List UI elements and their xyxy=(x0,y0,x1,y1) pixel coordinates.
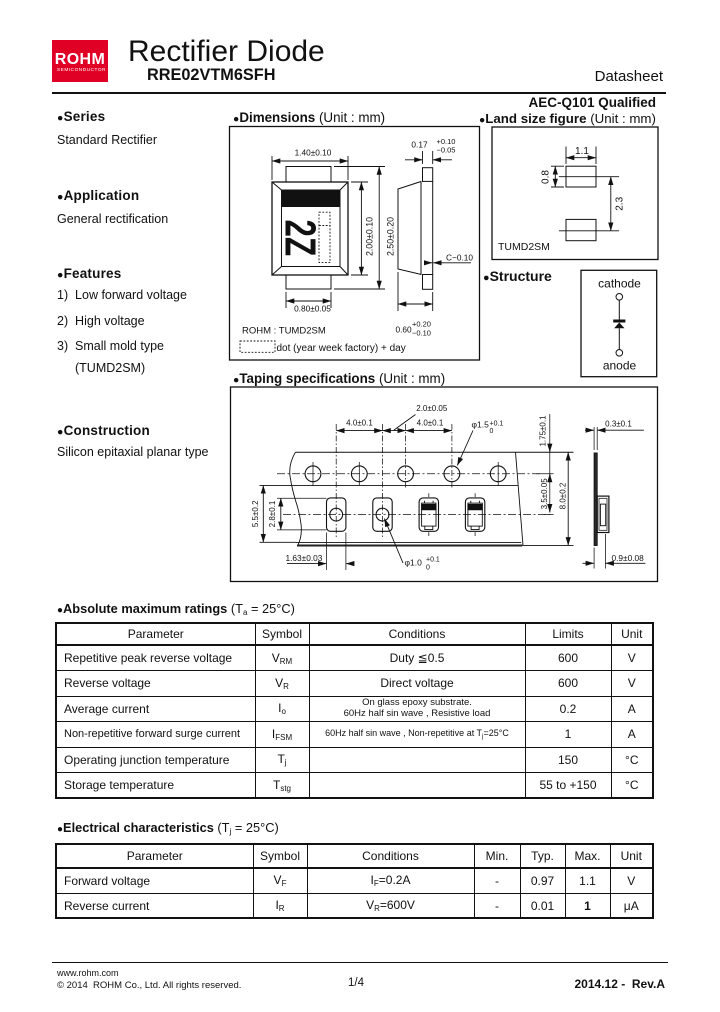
svg-text:−0.05: −0.05 xyxy=(437,146,456,155)
svg-text:1.75±0.1: 1.75±0.1 xyxy=(539,415,548,447)
svg-text:1.63±0.03: 1.63±0.03 xyxy=(286,553,323,563)
svg-text:0: 0 xyxy=(490,428,494,435)
svg-text:φ1.0: φ1.0 xyxy=(405,558,423,568)
svg-text:2.8±0.1: 2.8±0.1 xyxy=(268,500,277,527)
svg-text:+0.1: +0.1 xyxy=(426,557,440,564)
svg-text:ROHM : TUMD2SM: ROHM : TUMD2SM xyxy=(242,326,326,337)
svg-text:0.60: 0.60 xyxy=(396,325,413,335)
svg-text:cathode: cathode xyxy=(598,277,641,291)
svg-text:dot (year week factory) + day: dot (year week factory) + day xyxy=(277,343,406,354)
svg-text:2.50±0.20: 2.50±0.20 xyxy=(385,217,395,256)
svg-text:8.0±0.2: 8.0±0.2 xyxy=(559,482,568,509)
svg-text:1.40±0.10: 1.40±0.10 xyxy=(295,148,332,158)
svg-text:3.5±0.05: 3.5±0.05 xyxy=(540,478,549,510)
svg-text:0: 0 xyxy=(426,565,430,572)
svg-text:+0.1: +0.1 xyxy=(490,421,504,428)
svg-text:+0.20: +0.20 xyxy=(412,320,431,329)
svg-text:C−0.10: C−0.10 xyxy=(446,252,473,262)
svg-text:2.3: 2.3 xyxy=(614,196,625,210)
svg-text:2.00±0.10: 2.00±0.10 xyxy=(364,217,374,256)
svg-text:+0.10: +0.10 xyxy=(437,137,456,146)
svg-text:TUMD2SM: TUMD2SM xyxy=(498,241,550,253)
svg-text:−0.10: −0.10 xyxy=(412,329,431,338)
svg-text:0.9±0.08: 0.9±0.08 xyxy=(612,553,645,563)
svg-text:4.0±0.1: 4.0±0.1 xyxy=(417,418,444,427)
svg-text:2.0±0.05: 2.0±0.05 xyxy=(416,404,448,413)
svg-text:4.0±0.1: 4.0±0.1 xyxy=(346,418,373,427)
svg-text:φ1.5: φ1.5 xyxy=(472,420,490,430)
svg-text:5.5±0.2: 5.5±0.2 xyxy=(251,500,260,527)
svg-text:anode: anode xyxy=(603,359,637,373)
svg-text:1.1: 1.1 xyxy=(575,146,589,157)
svg-text:2Z: 2Z xyxy=(276,220,324,256)
svg-text:0.17: 0.17 xyxy=(411,140,428,150)
svg-text:0.3±0.1: 0.3±0.1 xyxy=(605,419,632,428)
svg-text:0.80±0.05: 0.80±0.05 xyxy=(294,304,331,314)
svg-text:0.8: 0.8 xyxy=(541,170,552,184)
